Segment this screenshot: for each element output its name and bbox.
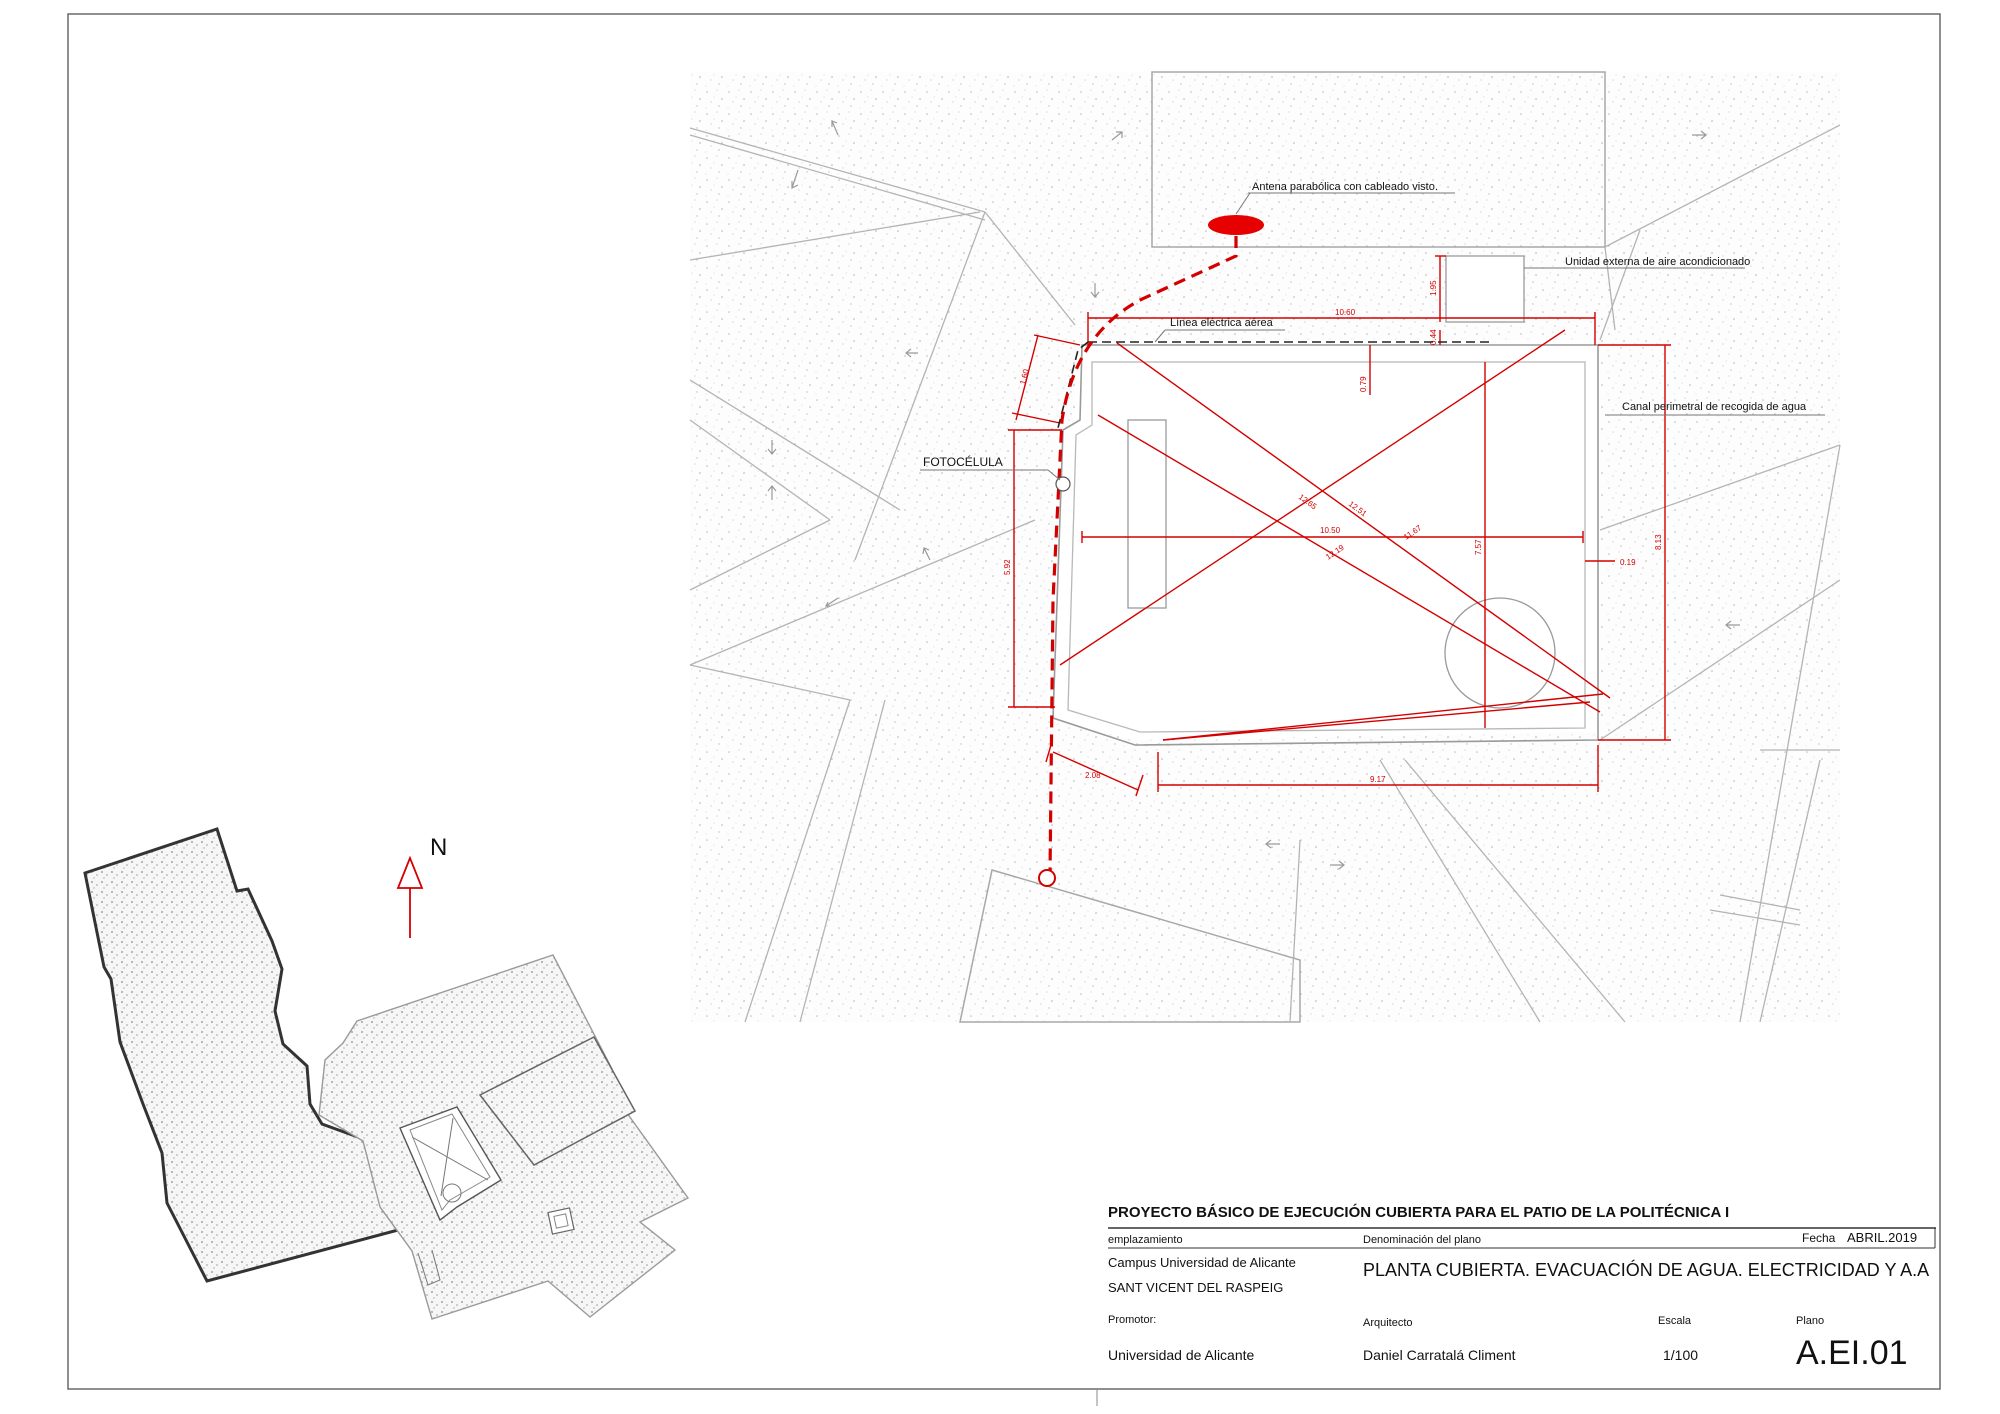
plan-name-label: Denominación del plano: [1363, 1234, 1481, 1246]
location-line2: SANT VICENT DEL RASPEIG: [1108, 1280, 1283, 1295]
roof-lines: [689, 124, 1841, 1023]
dim-vertical-inner: 7.57: [1474, 539, 1483, 555]
key-plan: [83, 827, 690, 1320]
antenna-cable: [1048, 236, 1238, 876]
dim-horizontal-inner: 10.50: [1320, 526, 1341, 535]
dim-bottom-left: 2.08: [1085, 771, 1101, 780]
dim-left-main: 5.92: [1003, 559, 1012, 575]
promoter-label: Promotor:: [1108, 1314, 1156, 1326]
architect-value: Daniel Carratalá Climent: [1363, 1347, 1516, 1363]
sheet-value: A.EI.01: [1796, 1334, 1908, 1372]
power-line-label: Línea eléctrica aérea: [1170, 317, 1274, 329]
power-line: [1057, 341, 1490, 429]
tree-circle: [1444, 597, 1556, 709]
antenna-label: Antena parabólica con cableado visto.: [1252, 181, 1438, 193]
location-label: emplazamiento: [1108, 1234, 1183, 1246]
north-arrow: N: [396, 834, 447, 938]
pole-icon: [1038, 869, 1056, 887]
main-roof-plan: 10.60 1.95 0.44 0.79 1.60 5.92 8.13 0.19…: [689, 71, 1841, 1023]
slope-arrows: [767, 120, 1740, 870]
north-label: N: [430, 834, 447, 861]
sheet-label: Plano: [1796, 1315, 1824, 1327]
dim-ac-depth: 1.95: [1429, 280, 1438, 296]
dim-top-width: 10.60: [1335, 308, 1356, 317]
patio-outline: [1052, 344, 1599, 746]
dim-left-upper: 1.60: [1018, 368, 1031, 386]
project-title: PROYECTO BÁSICO DE EJECUCIÓN CUBIERTA PA…: [1108, 1203, 1729, 1221]
dim-ac-gap: 0.44: [1429, 329, 1438, 345]
scale-label: Escala: [1658, 1315, 1692, 1327]
key-building-center: [318, 954, 690, 1320]
bottom-building: [959, 869, 1301, 1023]
promoter-value: Universidad de Alicante: [1108, 1347, 1255, 1363]
dim-gap-top: 0.79: [1359, 376, 1368, 392]
plan-name: PLANTA CUBIERTA. EVACUACIÓN DE AGUA. ELE…: [1363, 1259, 1929, 1280]
key-patio: [399, 1106, 502, 1222]
key-building-left: [83, 827, 405, 1283]
patio-outline-inner: [1067, 361, 1586, 733]
location-line1: Campus Universidad de Alicante: [1108, 1255, 1296, 1270]
key-skylight: [547, 1207, 575, 1235]
patio-area: [1046, 340, 1600, 740]
date-value: ABRIL.2019: [1847, 1230, 1917, 1245]
dimension-lines: [1008, 255, 1671, 797]
dim-bottom-right: 9.17: [1370, 775, 1386, 784]
leader-lines: [1154, 192, 1825, 416]
photocell-icon: [1055, 476, 1071, 492]
scale-value: 1/100: [1663, 1347, 1698, 1363]
photocell-label: FOTOCÉLULA: [923, 454, 1003, 469]
sheet-border: [67, 13, 1941, 1390]
title-block: PROYECTO BÁSICO DE EJECUCIÓN CUBIERTA PA…: [1108, 1203, 1936, 1372]
ac-unit-label: Unidad externa de aire acondicionado: [1565, 256, 1750, 268]
skylight: [1127, 419, 1167, 609]
dim-right-height: 8.13: [1654, 534, 1663, 550]
dim-right-gap: 0.19: [1620, 558, 1636, 567]
gutter-label: Canal perimetral de recogida de agua: [1622, 401, 1807, 413]
antenna-icon: [1208, 215, 1264, 235]
key-building-right: [478, 1036, 637, 1166]
ac-unit: [1445, 255, 1525, 323]
architect-label: Arquitecto: [1363, 1317, 1413, 1329]
date-label: Fecha: [1802, 1231, 1836, 1245]
north-arrow-icon: [396, 855, 424, 889]
